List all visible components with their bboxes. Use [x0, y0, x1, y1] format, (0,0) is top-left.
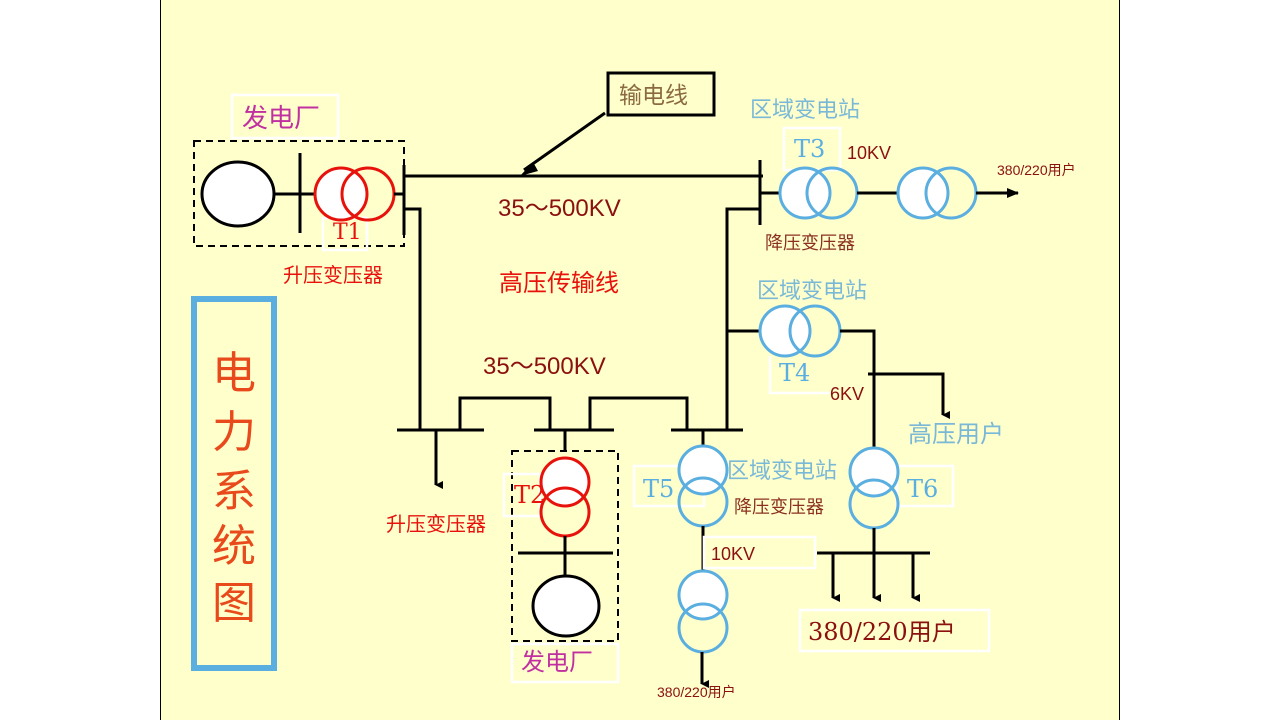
voltage-label-mid: 35～500KV — [483, 353, 606, 380]
callout-text: 输电线 — [619, 83, 688, 109]
plant-top-label: 发电厂 — [242, 104, 320, 134]
t6-label: T6 — [907, 475, 938, 503]
station-t3-label: 区域变电站 — [750, 98, 860, 123]
callout-arrowhead — [520, 162, 538, 176]
step-down-t5-label: 降压变压器 — [734, 497, 824, 518]
slide — [160, 0, 1120, 720]
transformer-t4-primary — [758, 304, 812, 358]
transformer-t2-primary — [539, 456, 591, 508]
kv6-label: 6KV — [830, 384, 864, 404]
transmission-line-callout — [606, 71, 716, 117]
t5-label: T5 — [643, 475, 674, 503]
transformer-distribution-top-primary — [896, 166, 950, 220]
hv-user-label: 高压用户 — [908, 420, 1004, 448]
generator-top — [200, 160, 276, 228]
title-char: 系 — [212, 466, 256, 517]
title-char: 图 — [212, 578, 256, 629]
step-up-label-2: 升压变压器 — [386, 512, 486, 536]
title-char: 力 — [212, 407, 256, 458]
step-up-label-1: 升压变压器 — [283, 263, 383, 287]
plant-label-box — [230, 93, 340, 140]
t4-label: T4 — [779, 359, 810, 387]
voltage-label-top: 35～500KV — [498, 195, 621, 222]
title-char: 电 — [212, 348, 256, 399]
title-char: 统 — [212, 521, 256, 572]
t1-label: T1 — [333, 220, 362, 245]
kv10-top-label: 10KV — [847, 143, 891, 163]
plant-bottom-label: 发电厂 — [521, 648, 593, 676]
transformer-t3-primary — [778, 166, 832, 220]
user-bottom-large-label: 380/220用户 — [808, 618, 956, 646]
plant-top-boundary — [193, 140, 405, 247]
generator-bottom — [531, 574, 601, 638]
step-down-t3-label: 降压变压器 — [765, 233, 855, 254]
title-frame — [191, 296, 277, 671]
user-top-right-label: 380/220用户 — [997, 162, 1076, 178]
kv10-bottom-label: 10KV — [711, 544, 755, 564]
t3-label: T3 — [794, 135, 825, 163]
hv-line-label: 高压传输线 — [499, 269, 619, 297]
t2-label: T2 — [514, 481, 545, 509]
station-t4-label: 区域变电站 — [757, 279, 867, 304]
callout-pointer — [523, 111, 606, 172]
feed-arrow-hv-user — [868, 372, 950, 419]
user-bottom-center-label: 380/220用户 — [657, 684, 736, 700]
slide-title: 电 力 系 统 图 — [212, 348, 256, 629]
station-t5-label: 区域变电站 — [727, 459, 837, 484]
